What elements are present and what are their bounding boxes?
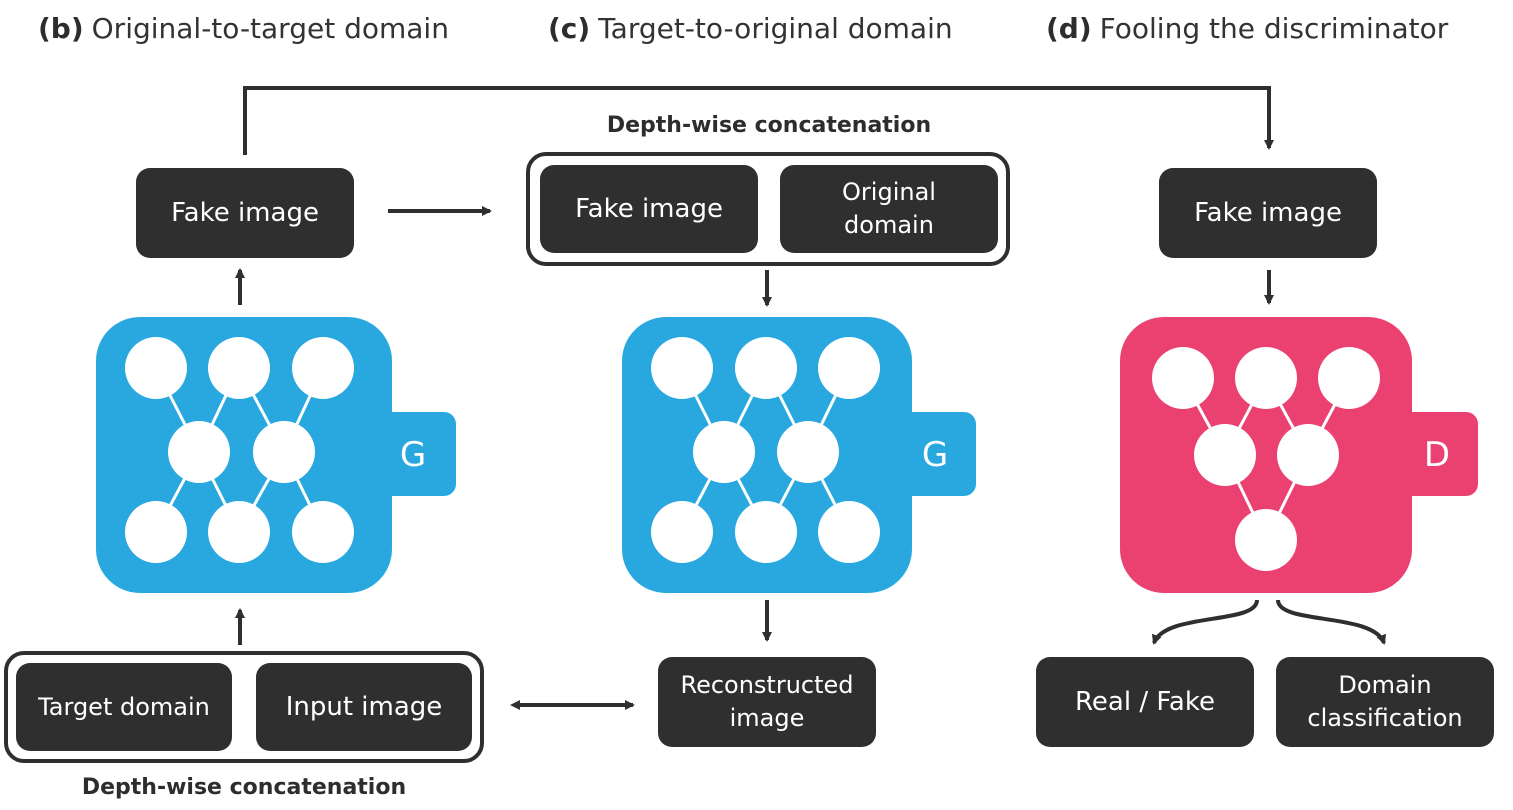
- panel-c-title: (c)Target-to-original domain: [548, 12, 953, 45]
- b-concat-caption: Depth-wise concatenation: [81, 775, 407, 800]
- c-concat-caption: Depth-wise concatenation: [606, 113, 932, 138]
- b-fake-image-label: Fake image: [171, 197, 319, 228]
- panel-d-letter: (d): [1046, 12, 1092, 45]
- d-domain-class-line1: Domain: [1338, 671, 1432, 699]
- c-original-domain-line2: domain: [844, 211, 934, 239]
- d-domain-class-box: Domain classification: [1276, 657, 1494, 747]
- b-target-domain-label: Target domain: [38, 692, 210, 721]
- d-domain-class-line2: classification: [1307, 704, 1463, 732]
- c-original-domain-box: Original domain: [780, 165, 998, 253]
- d-fake-image-box: Fake image: [1159, 168, 1377, 258]
- panel-c-title-text: Target-to-original domain: [598, 12, 953, 45]
- generator-c-label: G: [922, 435, 948, 475]
- c-reconstructed-line2: image: [729, 704, 805, 732]
- generator-b: G: [96, 317, 456, 593]
- b-fake-image-box: Fake image: [136, 168, 354, 258]
- panel-b-letter: (b): [38, 12, 84, 45]
- b-input-image-box: Input image: [256, 663, 472, 751]
- panel-c-letter: (c): [548, 12, 591, 45]
- c-original-domain-line1: Original: [842, 178, 936, 206]
- b-input-image-label: Input image: [285, 691, 443, 722]
- b-target-domain-box: Target domain: [16, 663, 232, 751]
- arrow-d-to-realfake: [1151, 599, 1259, 645]
- discriminator-label: D: [1424, 435, 1450, 475]
- d-real-fake-label: Real / Fake: [1075, 686, 1215, 717]
- c-fake-image-label: Fake image: [575, 193, 723, 224]
- c-fake-image-box: Fake image: [540, 165, 758, 253]
- panel-d-title-text: Fooling the discriminator: [1099, 12, 1449, 45]
- arrow-b-to-d: [243, 86, 1274, 155]
- c-reconstructed-line1: Reconstructed: [680, 671, 854, 699]
- panel-d-title: (d)Fooling the discriminator: [1046, 12, 1448, 45]
- generator-c: G: [622, 317, 976, 593]
- panel-b-title: (b)Original-to-target domain: [38, 12, 449, 45]
- generator-b-label: G: [400, 435, 426, 475]
- d-real-fake-box: Real / Fake: [1036, 657, 1254, 747]
- arrow-d-to-domain: [1276, 599, 1387, 645]
- c-reconstructed-box: Reconstructed image: [658, 657, 876, 747]
- panel-b-title-text: Original-to-target domain: [91, 12, 449, 45]
- d-fake-image-label: Fake image: [1194, 197, 1342, 228]
- discriminator-d: D: [1120, 317, 1478, 593]
